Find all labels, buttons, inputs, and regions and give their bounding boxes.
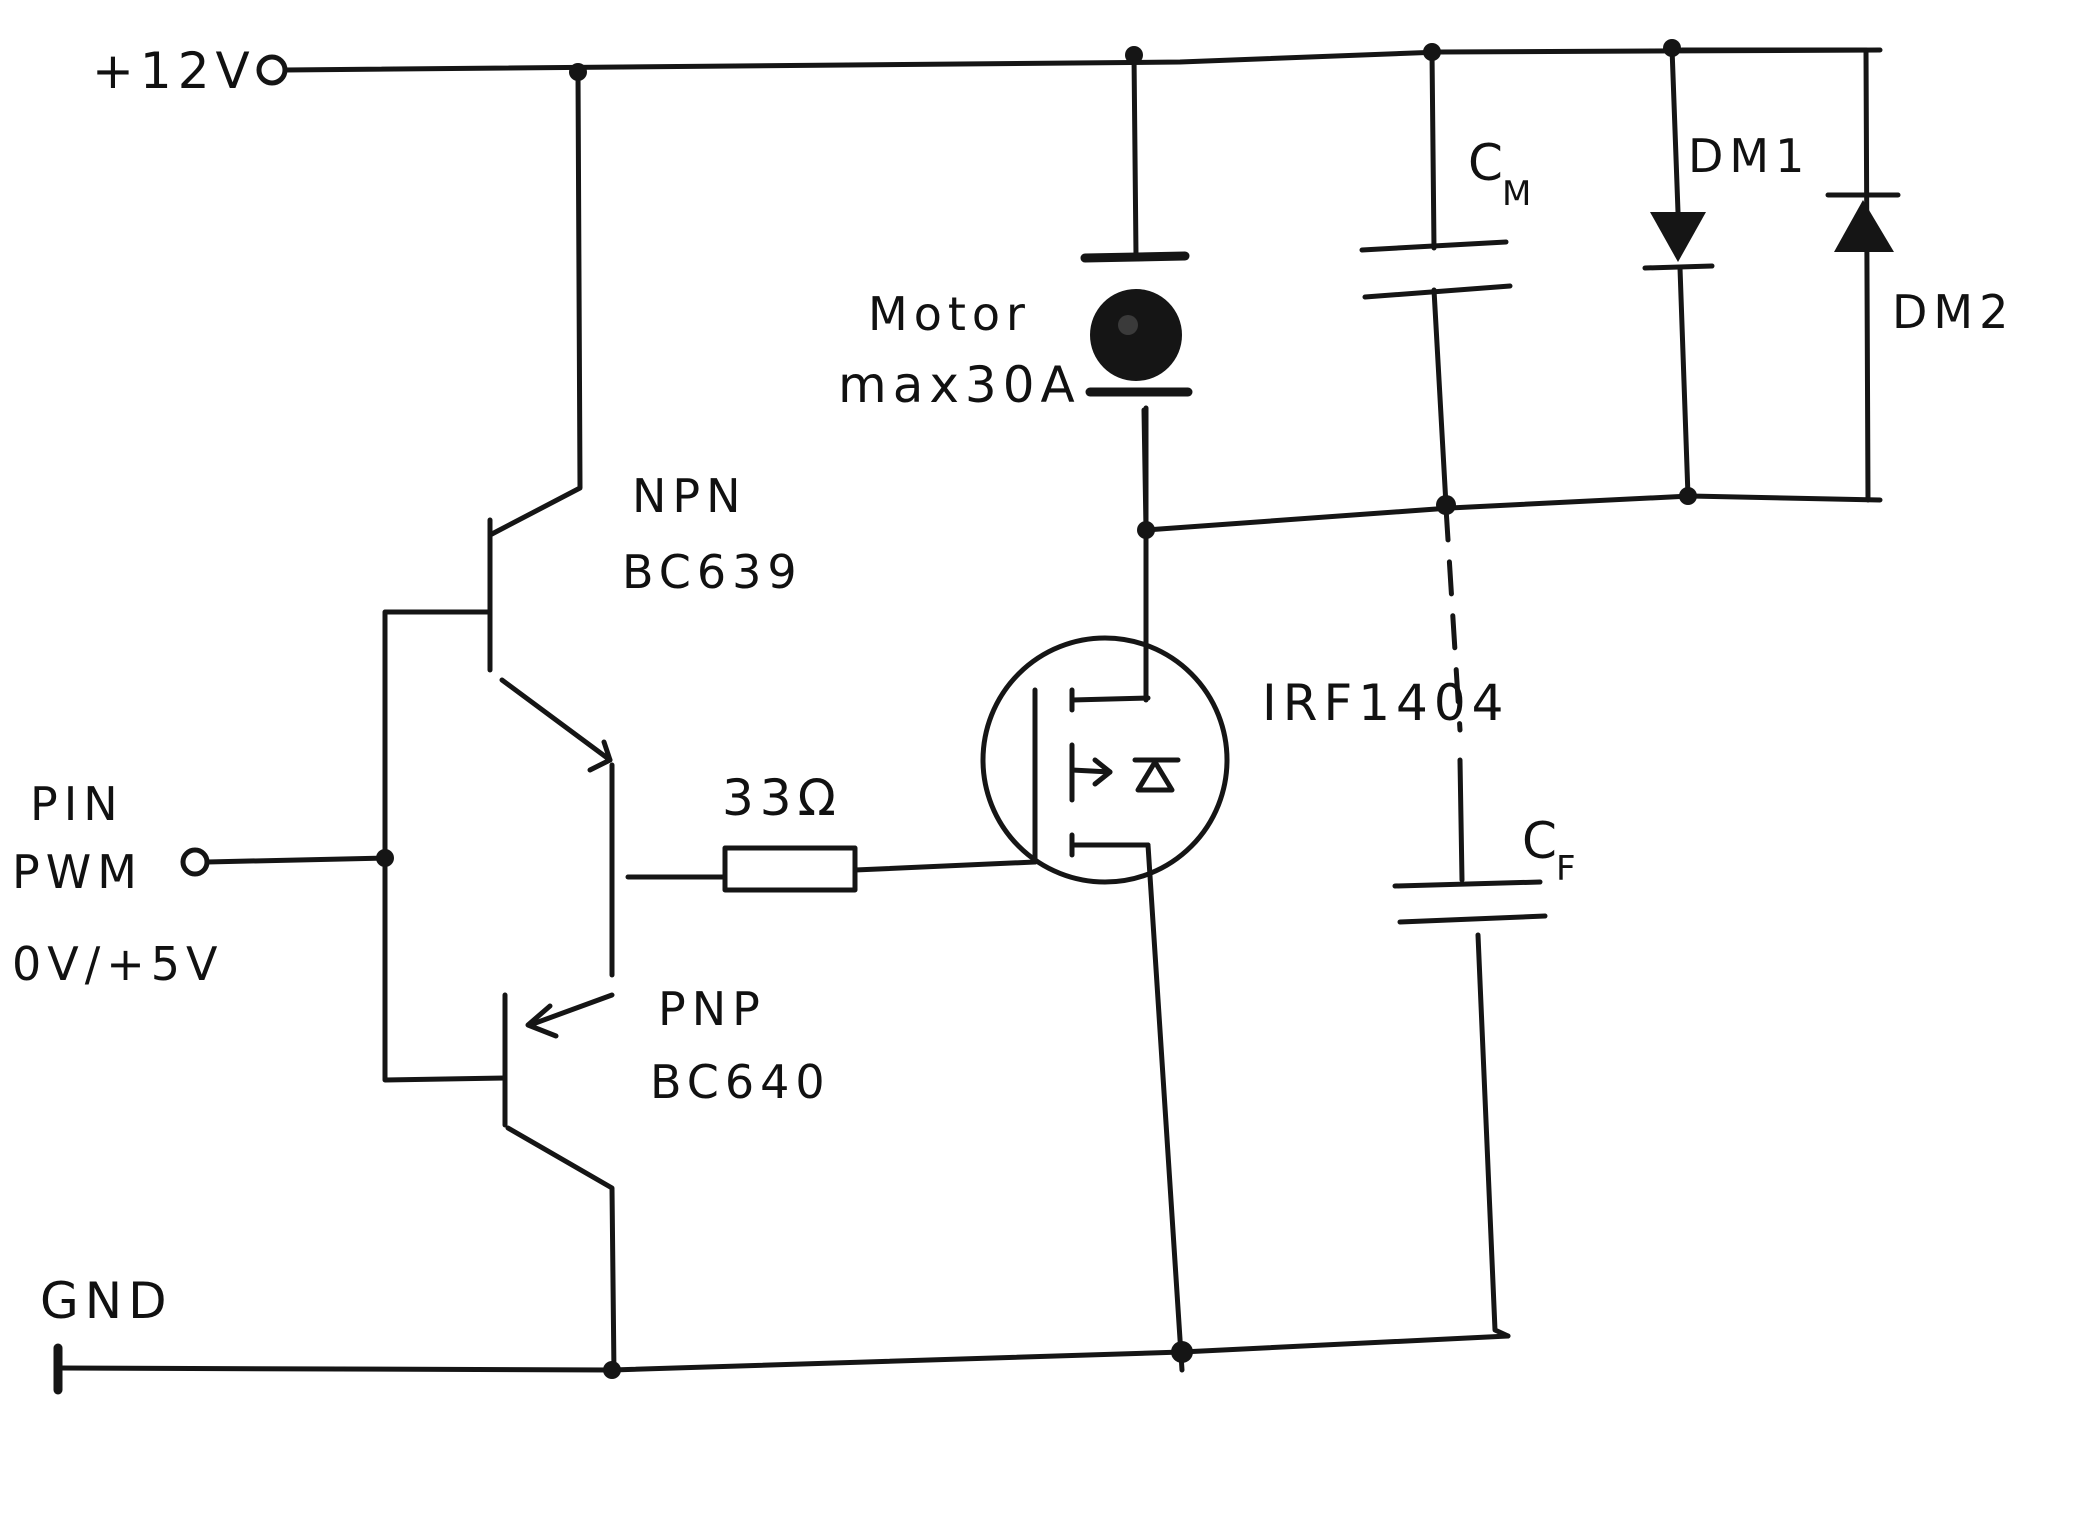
- supply-rail-right-wire: [1679, 47, 1871, 503]
- npn-emitter-wire: [499, 677, 613, 763]
- cap-m-top-wire: [1429, 49, 1437, 251]
- npn-part-label: BC639: [622, 545, 803, 599]
- cap-m-subscript: M: [1502, 174, 1537, 214]
- input-label-pwm: PWM: [12, 845, 143, 899]
- capacitor-cf: [1392, 879, 1548, 925]
- resistor-33-ohm: [722, 845, 858, 893]
- supply-rail-wire: [282, 47, 1883, 73]
- pnp-collector-wire: [505, 1125, 617, 1377]
- cap-m-bottom-wire: [1431, 287, 1449, 508]
- junction-dot: [1663, 39, 1681, 57]
- diode-dm2: [1825, 192, 1901, 252]
- freewheel-bus-wire: [1143, 493, 1883, 533]
- base-drive-wire: [382, 609, 508, 1083]
- input-label-pin: PIN: [30, 777, 124, 831]
- mosfet-part-label: IRF1404: [1262, 674, 1510, 732]
- npn-collector-wire: [487, 69, 583, 538]
- supply-terminal: [256, 54, 288, 86]
- diode-dm1-label: DM1: [1688, 129, 1810, 183]
- diode-dm1-bottom-wire: [1677, 265, 1691, 499]
- mosfet-irf1404: [980, 635, 1230, 885]
- motor: [1080, 251, 1193, 397]
- capacitor-cm: [1359, 239, 1513, 300]
- npn-emitter-arrow: [587, 739, 613, 773]
- diode-dm1-top-wire: [1669, 45, 1681, 215]
- input-wire: [204, 855, 388, 865]
- pnp-emitter-arrow: [525, 1003, 559, 1039]
- resistor-to-gate-wire: [852, 859, 1038, 873]
- cap-f-bottom-wire: [1475, 932, 1511, 1339]
- resistor-value-label: 33Ω: [722, 769, 842, 827]
- junction-dot: [1436, 495, 1456, 515]
- motor-bottom-wire: [1141, 407, 1149, 533]
- cap-f-label: C: [1522, 812, 1563, 870]
- input-terminal: [180, 847, 210, 877]
- diode-dm1: [1642, 212, 1715, 271]
- junction-dot: [1171, 1341, 1193, 1363]
- pnp-part-label: BC640: [650, 1055, 831, 1109]
- cap-f-top-wire: [1443, 505, 1463, 733]
- motor-top-wire: [1131, 52, 1139, 258]
- input-label-range: 0V/+5V: [12, 937, 224, 991]
- cap-f-subscript: F: [1556, 849, 1582, 889]
- cap-f-upper-wire: [1457, 757, 1465, 883]
- supply-label: +12V: [92, 42, 256, 100]
- motor-rating-label: max30A: [838, 356, 1081, 414]
- junction-dot: [1125, 46, 1143, 64]
- npn-type-label: NPN: [632, 469, 747, 523]
- ground-rail-wire: [57, 1333, 1511, 1373]
- junction-dot: [1679, 487, 1697, 505]
- junction-dot: [1423, 43, 1441, 61]
- pnp-type-label: PNP: [658, 982, 766, 1036]
- pnp-emitter-wire: [527, 992, 615, 1028]
- junction-dot: [603, 1361, 621, 1379]
- junction-dot: [569, 63, 587, 81]
- junction-dot: [376, 849, 394, 867]
- diode-dm2-label: DM2: [1892, 285, 2014, 339]
- ground-label: GND: [40, 1272, 173, 1330]
- source-wire: [1145, 842, 1185, 1373]
- cap-m-label: C: [1468, 134, 1509, 192]
- motor-label: Motor: [868, 287, 1031, 341]
- junction-dot: [1137, 521, 1155, 539]
